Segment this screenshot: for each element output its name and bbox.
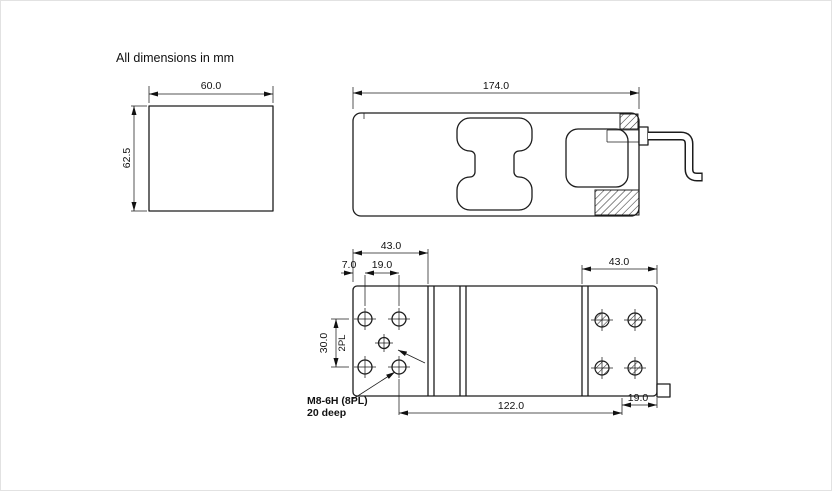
end-view-outline bbox=[148, 105, 274, 212]
step-lines bbox=[427, 286, 589, 396]
thru-hole bbox=[624, 309, 646, 331]
cable-clamp bbox=[606, 129, 628, 143]
thru-hole bbox=[624, 357, 646, 379]
extension-line bbox=[364, 275, 400, 306]
plan-body bbox=[352, 285, 658, 397]
cable bbox=[648, 131, 702, 182]
thru-hole bbox=[591, 357, 613, 379]
side-view: 174.0 bbox=[352, 80, 703, 217]
dim-row-places: 2PL bbox=[337, 335, 348, 352]
clamp-screw-hatch bbox=[619, 113, 639, 130]
dim-hole-pitch: 19.0 bbox=[372, 259, 393, 271]
extension-line bbox=[131, 105, 147, 212]
cable-passage bbox=[628, 129, 639, 143]
mounting-hole bbox=[388, 356, 410, 378]
dim-row-pitch: 30.0 bbox=[318, 333, 330, 354]
cable-gland bbox=[638, 126, 649, 146]
dim-end-offset: 19.0 bbox=[628, 392, 649, 404]
flexure-cutout bbox=[456, 117, 533, 211]
leader-arrow bbox=[397, 349, 426, 364]
units-note: All dimensions in mm bbox=[116, 51, 234, 65]
mounting-hole bbox=[388, 308, 410, 330]
section-hatch-block bbox=[594, 189, 640, 216]
thread-callout-line1: M8-6H (8PL) bbox=[307, 395, 368, 407]
end-view: 60.0 62.5 bbox=[121, 80, 274, 212]
dim-edge-offset: 7.0 bbox=[342, 259, 357, 271]
leader-arrow bbox=[352, 371, 396, 400]
dim-right-width: 43.0 bbox=[609, 256, 630, 268]
mounting-hole bbox=[354, 308, 376, 330]
dim-end-width: 60.0 bbox=[201, 80, 222, 92]
cable-cavity bbox=[565, 128, 629, 188]
cable-core bbox=[648, 133, 702, 180]
thru-hole bbox=[591, 309, 613, 331]
dim-end-height: 62.5 bbox=[121, 148, 133, 169]
dim-left-width: 43.0 bbox=[381, 240, 402, 252]
plan-view: 43.0 7.0 19.0 30.0 2PL 43.0 122.0 19.0 M… bbox=[307, 240, 671, 419]
center-hole bbox=[375, 334, 393, 352]
cable-exit-tab bbox=[656, 383, 671, 398]
dim-side-length: 174.0 bbox=[483, 80, 509, 92]
mounting-hole bbox=[354, 356, 376, 378]
thread-callout-line2: 20 deep bbox=[307, 407, 346, 419]
dim-span: 122.0 bbox=[498, 400, 524, 412]
